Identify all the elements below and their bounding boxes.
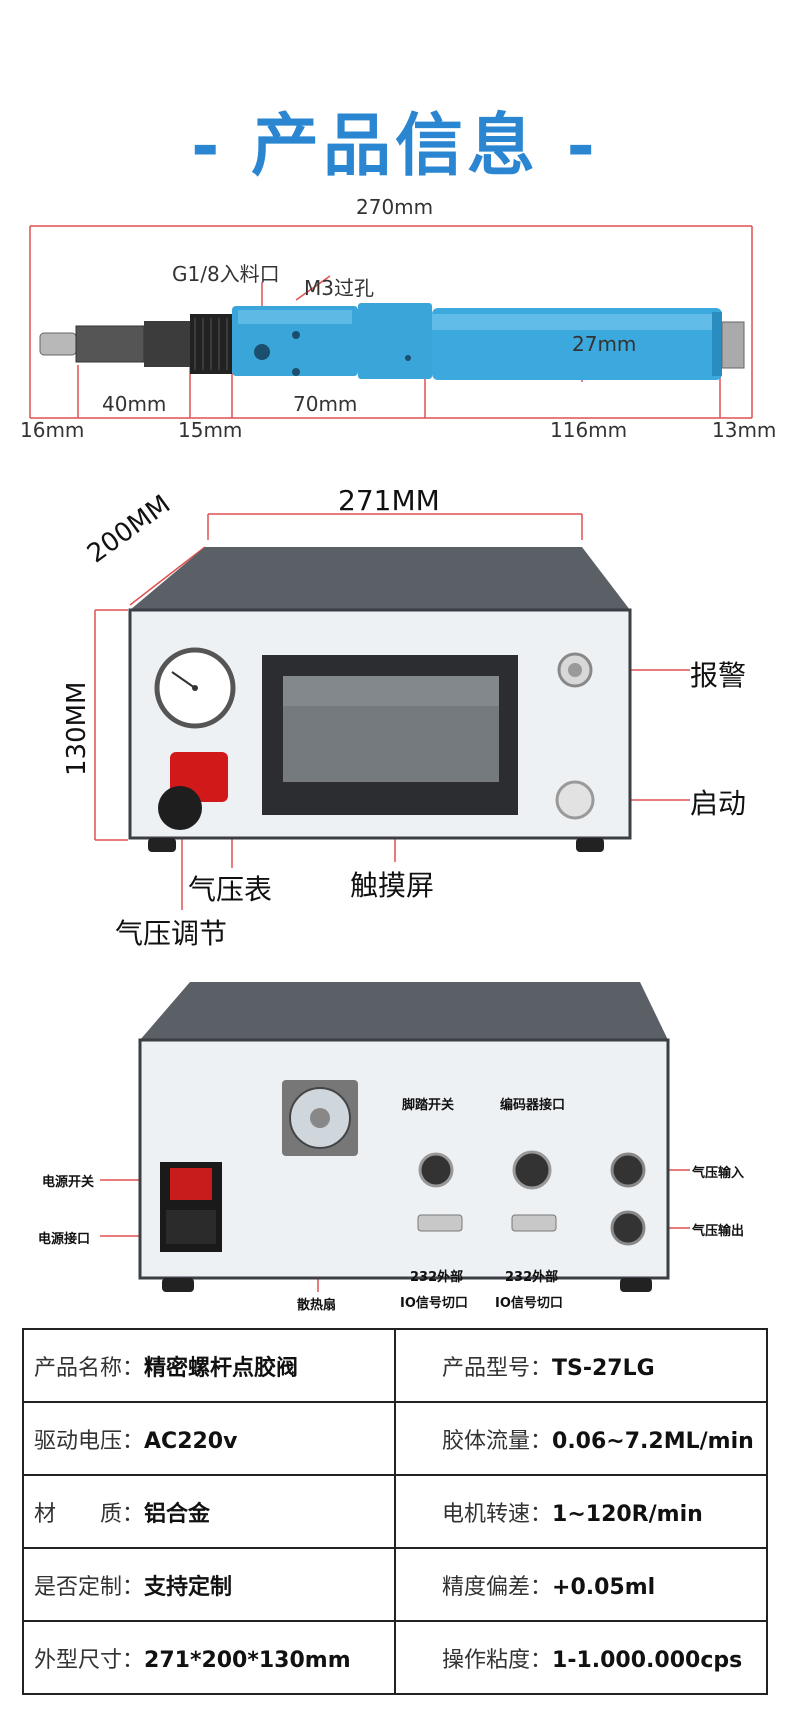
io1-line2-label: IO信号切口 — [400, 1296, 468, 1311]
spec-value: 1~120R/min — [552, 1501, 703, 1527]
spec-value: 0.06~7.2ML/min — [552, 1428, 754, 1454]
spec-key: 操作粘度： — [442, 1647, 553, 1673]
spec-table: 产品名称：精密螺杆点胶阀 产品型号：TS-27LG 驱动电压：AC220v 胶体… — [22, 1328, 768, 1695]
io2-line2-label: IO信号切口 — [495, 1296, 563, 1311]
power-port-label: 电源接口 — [38, 1232, 91, 1247]
spec-key: 产品型号： — [442, 1355, 553, 1381]
gauge-label: 气压表 — [188, 873, 273, 906]
front-width-label: 271MM — [338, 484, 440, 517]
spec-value: 精密螺杆点胶阀 — [144, 1355, 299, 1381]
diameter-label: 27mm — [572, 332, 637, 356]
spec-cell: 产品名称：精密螺杆点胶阀 — [22, 1328, 396, 1403]
spec-key: 外型尺寸： — [34, 1647, 145, 1673]
spec-value: AC220v — [144, 1428, 238, 1454]
spec-cell: 电机转速：1~120R/min — [394, 1474, 768, 1549]
foot-switch-label: 脚踏开关 — [402, 1098, 455, 1113]
power-switch-label: 电源开关 — [42, 1175, 95, 1190]
table-row: 外型尺寸：271*200*130mm 操作粘度：1-1.000.000cps — [22, 1620, 768, 1695]
spec-cell: 外型尺寸：271*200*130mm — [22, 1620, 396, 1695]
encoder-label: 编码器接口 — [500, 1098, 566, 1113]
table-row: 产品名称：精密螺杆点胶阀 产品型号：TS-27LG — [22, 1328, 768, 1403]
hole-label: M3过孔 — [304, 276, 374, 300]
seg-40-label: 40mm — [102, 392, 167, 416]
spec-key: 产品名称： — [34, 1355, 145, 1381]
front-box-image — [128, 547, 632, 852]
spec-cell: 产品型号：TS-27LG — [394, 1328, 768, 1403]
syringe-valve-image — [39, 303, 745, 380]
spec-key: 胶体流量： — [442, 1428, 553, 1454]
total-length-label: 270mm — [356, 195, 434, 219]
inlet-label: G1/8入料口 — [172, 262, 280, 286]
spec-key: 电机转速： — [442, 1501, 553, 1527]
page-title: - 产品信息 - — [191, 107, 599, 186]
spec-value: 铝合金 — [144, 1501, 211, 1527]
spec-key: 材 质： — [34, 1501, 145, 1527]
spec-cell: 驱动电压：AC220v — [22, 1401, 396, 1476]
spec-key: 是否定制： — [34, 1574, 145, 1600]
seg-16-label: 16mm — [20, 418, 85, 442]
regulator-label: 气压调节 — [115, 917, 228, 950]
spec-value: +0.05ml — [552, 1574, 656, 1600]
alarm-label: 报警 — [690, 659, 747, 692]
touchscreen-label: 触摸屏 — [350, 869, 435, 902]
spec-cell: 材 质：铝合金 — [22, 1474, 396, 1549]
spec-value: 支持定制 — [144, 1574, 233, 1600]
spec-key: 精度偏差： — [442, 1574, 553, 1600]
table-row: 是否定制：支持定制 精度偏差：+0.05ml — [22, 1547, 768, 1622]
rear-box-image — [138, 982, 670, 1292]
spec-cell: 胶体流量：0.06~7.2ML/min — [394, 1401, 768, 1476]
spec-cell: 操作粘度：1-1.000.000cps — [394, 1620, 768, 1695]
fan-label: 散热扇 — [297, 1298, 337, 1313]
seg-13-label: 13mm — [712, 418, 777, 442]
spec-cell: 精度偏差：+0.05ml — [394, 1547, 768, 1622]
start-label: 启动 — [690, 787, 747, 820]
seg-116-label: 116mm — [550, 418, 628, 442]
air-in-label: 气压输入 — [692, 1166, 745, 1181]
seg-70-label: 70mm — [293, 392, 358, 416]
spec-cell: 是否定制：支持定制 — [22, 1547, 396, 1622]
io1-line1-label: 232外部 — [410, 1270, 464, 1285]
spec-value: 1-1.000.000cps — [552, 1647, 743, 1673]
spec-value: TS-27LG — [552, 1355, 655, 1381]
seg-15-label: 15mm — [178, 418, 243, 442]
air-out-label: 气压输出 — [692, 1224, 745, 1239]
spec-key: 驱动电压： — [34, 1428, 145, 1454]
io2-line1-label: 232外部 — [505, 1270, 559, 1285]
table-row: 材 质：铝合金 电机转速：1~120R/min — [22, 1474, 768, 1549]
front-height-label: 130MM — [62, 681, 92, 777]
table-row: 驱动电压：AC220v 胶体流量：0.06~7.2ML/min — [22, 1401, 768, 1476]
spec-value: 271*200*130mm — [144, 1647, 351, 1673]
